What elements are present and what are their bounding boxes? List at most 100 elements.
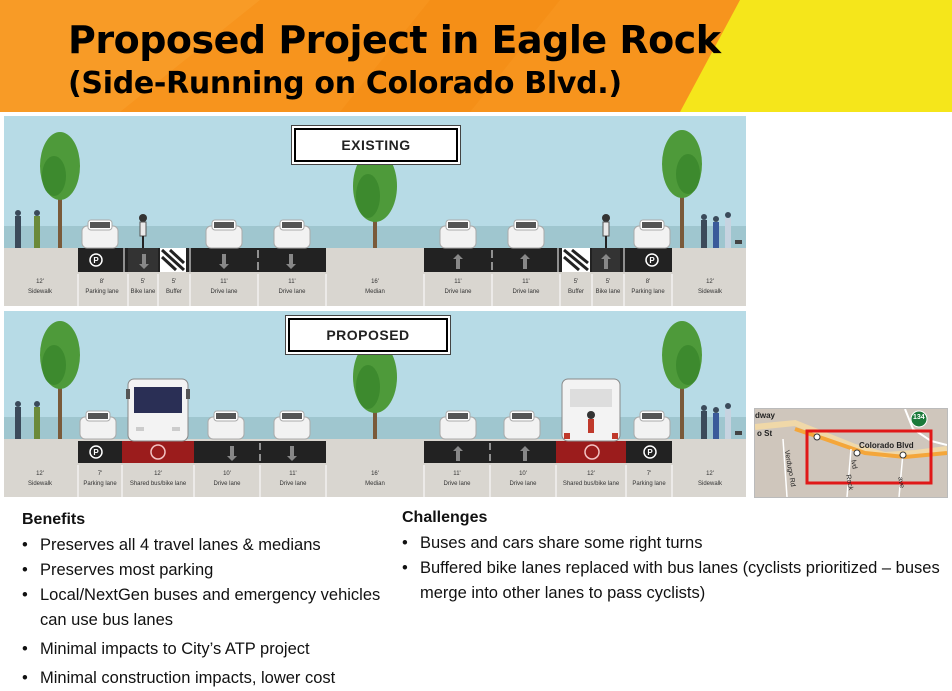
existing-banner: EXISTING — [294, 128, 458, 162]
lane-label: 7' Parking lane — [83, 471, 116, 488]
lane-width: 8' — [99, 279, 105, 285]
lane-width: 5' — [605, 279, 611, 285]
lane-width: 8' — [645, 279, 651, 285]
tree-right — [662, 130, 702, 248]
lane-name: Parking lane — [83, 481, 117, 487]
map-graphic — [755, 409, 947, 497]
lane-name: Sidewalk — [697, 289, 723, 295]
lane-label: 5'Bike lane — [596, 279, 621, 296]
car-drive-3 — [439, 219, 477, 249]
tree-median — [353, 150, 397, 248]
lane-label: 11'Drive lane — [443, 471, 470, 488]
lane-width: 12' — [706, 279, 714, 285]
lane-name: Sidewalk — [697, 481, 723, 487]
map-label-colorado-blvd: Colorado Blvd — [859, 441, 914, 450]
lane-name: Parking lane — [631, 289, 665, 295]
lane-name: Shared bus/bike lane — [129, 481, 187, 487]
challenge-item: Buffered bike lanes replaced with bus la… — [402, 556, 947, 606]
pedestrians-right — [701, 403, 742, 439]
lane-label: 11'Drive lane — [279, 471, 306, 488]
lane-width: 11' — [288, 279, 296, 285]
lane-name: Shared bus/bike lane — [562, 481, 620, 487]
benefits-list: Preserves all 4 travel lanes & medians P… — [22, 533, 392, 691]
benefit-item: Preserves most parking — [22, 558, 392, 583]
benefit-item: Preserves all 4 travel lanes & medians — [22, 533, 392, 558]
tree-left — [40, 321, 80, 439]
lane-label: 12' Sidewalk — [28, 471, 52, 488]
page-subtitle: (Side-Running on Colorado Blvd.) — [68, 66, 622, 101]
benefit-item: Minimal impacts to City’s ATP project — [22, 637, 392, 662]
lane-label: 11' Drive lane — [278, 279, 305, 296]
lane-label: 8'Parking lane — [85, 279, 118, 296]
parked-car-right — [633, 219, 671, 249]
lane-label: 12'Sidewalk — [28, 279, 52, 296]
lane-label: 16'Median — [365, 471, 385, 488]
car-drive-4 — [503, 410, 541, 440]
cyclist-left — [139, 214, 147, 248]
parked-car-left — [81, 219, 119, 249]
svg-text:P: P — [93, 256, 99, 265]
svg-text:P: P — [647, 448, 653, 457]
lane-name: Sidewalk — [27, 289, 53, 295]
car-drive-4 — [507, 219, 545, 249]
benefit-item: Minimal construction impacts, lower cost — [22, 666, 392, 691]
lane-label: 5' Buffer — [568, 279, 584, 296]
lane-width: 10' — [519, 471, 527, 477]
buffer-left — [160, 248, 186, 272]
lane-label: 10' Drive lane — [213, 471, 240, 488]
lane-width: 7' — [97, 471, 103, 477]
lane-label: 5' Buffer — [166, 279, 182, 296]
page-title: Proposed Project in Eagle Rock — [68, 18, 721, 62]
lane-width: 16' — [371, 279, 379, 285]
lane-width: 12' — [587, 471, 595, 477]
lane-width: 5' — [140, 279, 146, 285]
challenge-item: Buses and cars share some right turns — [402, 531, 947, 556]
lane-label: 8' Parking lane — [631, 279, 664, 296]
lane-width: 11' — [220, 279, 228, 285]
lane-width: 5' — [171, 279, 177, 285]
title-banner-background — [0, 0, 952, 112]
lane-label: 11' Drive lane — [210, 279, 237, 296]
lane-name: Median — [365, 289, 385, 295]
parked-car-right — [633, 410, 671, 440]
tree-median — [353, 341, 397, 439]
bus-front-left — [126, 378, 190, 442]
map-route-shield: 134 — [913, 414, 925, 421]
benefits-heading: Benefits — [22, 511, 86, 528]
car-drive-1 — [207, 410, 245, 440]
lane-width: 16' — [371, 471, 379, 477]
lane-width: 10' — [223, 471, 231, 477]
lane-name: Drive lane — [278, 289, 306, 295]
lane-name: Buffer — [568, 289, 584, 295]
svg-text:P: P — [93, 448, 99, 457]
challenges-list: Buses and cars share some right turns Bu… — [402, 531, 947, 606]
pedestrians-left — [15, 210, 40, 248]
lane-width: 12' — [36, 471, 44, 477]
lane-width: 11' — [522, 279, 530, 285]
lane-name: Parking lane — [632, 481, 666, 487]
lane-label: 12' Sidewalk — [698, 279, 722, 296]
lane-name: Drive lane — [443, 481, 471, 487]
car-drive-2 — [273, 410, 311, 440]
lane-label: 10'Drive lane — [509, 471, 536, 488]
title-banner: Proposed Project in Eagle Rock (Side-Run… — [0, 0, 952, 112]
proposed-banner: PROPOSED — [288, 318, 448, 352]
lane-width: 5' — [573, 279, 579, 285]
benefit-item: Local/NextGen buses and emergency vehicl… — [22, 583, 392, 633]
lane-name: Drive lane — [210, 289, 238, 295]
existing-cross-section: P P — [4, 116, 746, 306]
lane-name: Drive lane — [213, 481, 241, 487]
lane-label: 16' Median — [365, 279, 385, 296]
lane-name: Sidewalk — [27, 481, 53, 487]
lane-name: Buffer — [166, 289, 182, 295]
bus-rear-right — [561, 378, 621, 442]
lane-label: 7' Parking lane — [632, 471, 665, 488]
lane-width: 11' — [454, 279, 462, 285]
map-label-lvd: lvd — [849, 459, 858, 470]
lane-label: 5'Bike lane — [131, 279, 156, 296]
lane-width: 7' — [646, 471, 652, 477]
lane-name: Drive lane — [512, 289, 540, 295]
lane-label: 12' Shared bus/bike lane — [563, 471, 619, 488]
map-label-dway: dway — [755, 411, 776, 420]
lane-width: 12' — [154, 471, 162, 477]
